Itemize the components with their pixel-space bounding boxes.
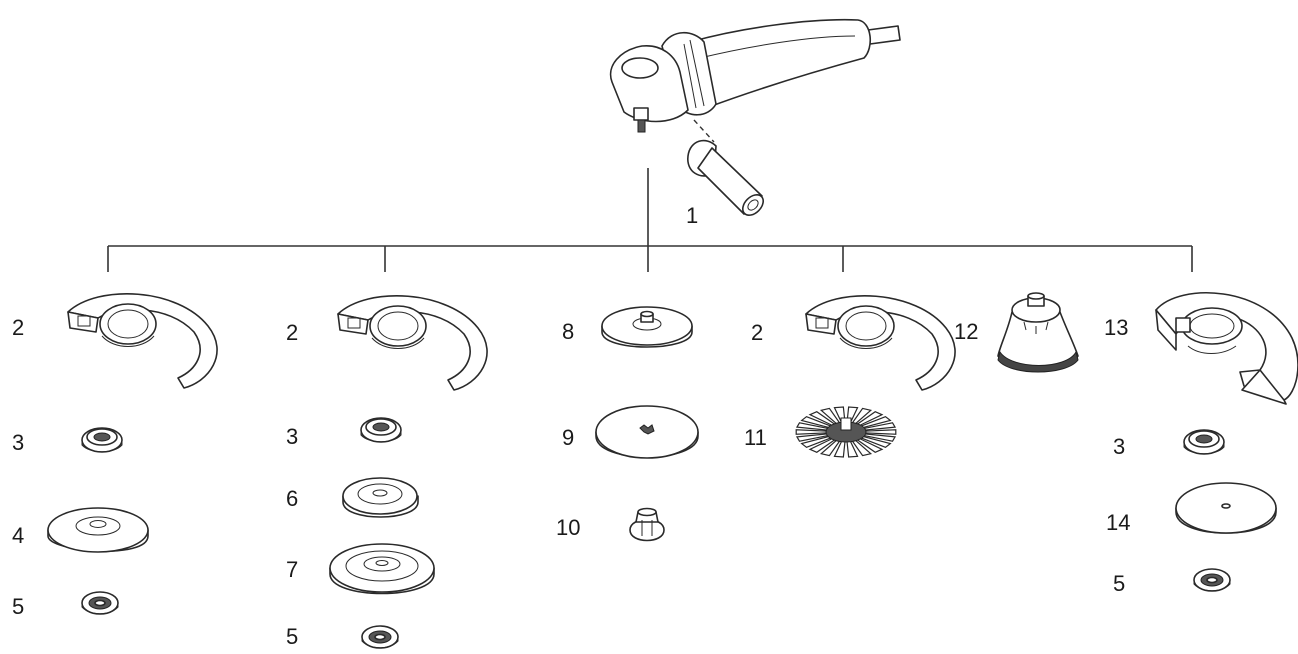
wire-wheel-boss — [840, 417, 852, 431]
col4-guard — [805, 294, 956, 391]
label-col1-guard: 2 — [12, 315, 25, 340]
col3-sanding-disc — [595, 405, 699, 459]
label-col2-inner-flange: 3 — [286, 424, 299, 449]
label-col4-guard: 2 — [751, 320, 764, 345]
label-col5-cup-brush: 12 — [954, 319, 979, 344]
cup-brush-bristles — [997, 350, 1079, 373]
connector-tree — [107, 168, 1193, 272]
label-grinder: 1 — [686, 203, 699, 228]
col6-clamping-nut — [1193, 568, 1231, 592]
label-col2-disc-small: 6 — [286, 486, 299, 511]
col2-disc-large — [329, 543, 435, 595]
col2-guard — [337, 294, 488, 391]
label-col1-disc: 4 — [12, 523, 25, 548]
col6-cutting-disc — [1175, 482, 1277, 534]
col5-cup-brush — [997, 292, 1079, 373]
label-col6-guard: 13 — [1104, 315, 1129, 340]
label-col3-pad: 8 — [562, 319, 575, 344]
col6-inner-flange — [1183, 429, 1225, 455]
label-col2-nut: 5 — [286, 624, 299, 649]
label-col2-disc-large: 7 — [286, 557, 299, 582]
label-col6-disc: 14 — [1106, 510, 1131, 535]
col1-guard — [67, 292, 218, 389]
col1-grinding-disc — [47, 507, 149, 553]
label-col1-inner-flange: 3 — [12, 430, 25, 455]
col4-wire-wheel — [795, 406, 897, 458]
col1-clamping-nut — [81, 591, 119, 615]
col3-backing-pad — [601, 306, 693, 348]
wire-knot — [795, 429, 829, 435]
label-col6-inner-flange: 3 — [1113, 434, 1126, 459]
col1-inner-flange — [81, 427, 123, 453]
label-col3-nut: 10 — [556, 515, 581, 540]
wire-knot — [863, 429, 897, 435]
label-col4-wire-wheel: 11 — [744, 425, 767, 450]
label-col2-guard: 2 — [286, 320, 299, 345]
label-col1-nut: 5 — [12, 594, 25, 619]
label-col6-nut: 5 — [1113, 571, 1126, 596]
col2-inner-flange — [360, 417, 402, 443]
col3-clamping-nut — [629, 507, 665, 542]
angle-grinder — [609, 18, 901, 216]
label-col3-disc: 9 — [562, 425, 575, 450]
col6-cutting-guard — [1155, 292, 1298, 405]
col2-clamping-nut — [361, 625, 399, 649]
col2-disc-small — [342, 477, 419, 518]
